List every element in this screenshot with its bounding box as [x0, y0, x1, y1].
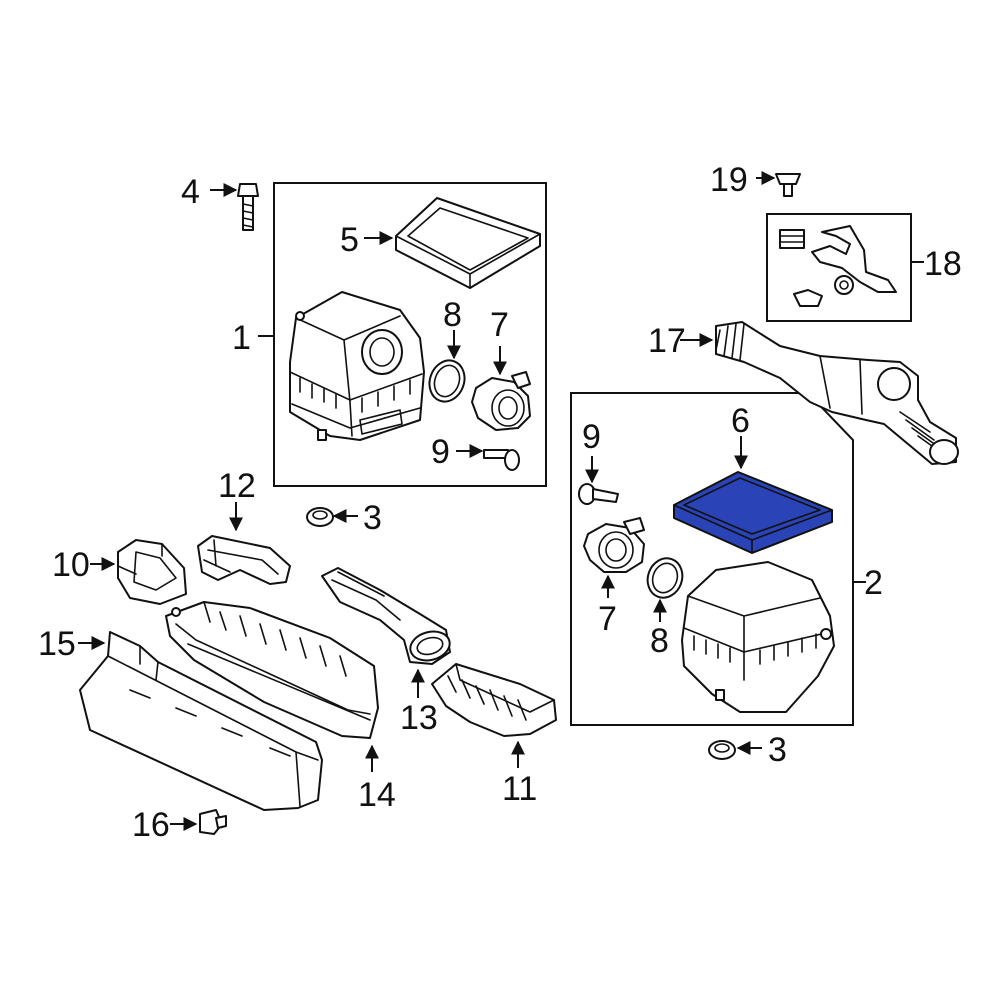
callout-2: 2 — [864, 564, 883, 602]
part-19-clip[interactable] — [775, 173, 801, 197]
part-15-deflector[interactable] — [79, 631, 323, 811]
callout-17: 17 — [648, 322, 686, 360]
assembly-1-box — [273, 182, 547, 487]
part-8-o-ring-box2[interactable] — [642, 553, 688, 602]
part-13-resonator-duct[interactable] — [321, 567, 453, 665]
part-17-intake-duct[interactable] — [715, 321, 959, 465]
part-5-filter-element[interactable] — [395, 197, 541, 289]
leader-lines — [78, 171, 924, 831]
part-9-screw[interactable] — [483, 449, 520, 471]
callout-9: 9 — [431, 433, 450, 471]
callout-8: 8 — [443, 296, 462, 334]
part-1-air-cleaner-housing[interactable] — [289, 291, 425, 441]
callout-5: 5 — [340, 221, 359, 259]
callout-3-lower: 3 — [768, 731, 787, 769]
part-4-bolt[interactable] — [237, 183, 259, 231]
callout-10: 10 — [52, 546, 90, 584]
part-6-filter-element-highlighted[interactable] — [673, 471, 833, 554]
callout-14: 14 — [358, 776, 396, 814]
part-7-maf-sensor-box2[interactable] — [583, 517, 645, 573]
part-18-bracket-kit[interactable] — [779, 225, 897, 307]
callout-4: 4 — [181, 173, 200, 211]
part-3-grommet-lower[interactable] — [708, 740, 736, 760]
callout-7: 7 — [490, 306, 509, 344]
callout-8-box2: 8 — [650, 622, 669, 660]
callout-11: 11 — [502, 770, 537, 808]
callout-9-box2: 9 — [582, 418, 601, 456]
assembly-18-box — [766, 213, 912, 322]
callout-15: 15 — [38, 625, 76, 663]
part-14-air-guide[interactable] — [165, 601, 379, 739]
part-7-maf-sensor[interactable] — [471, 371, 531, 431]
callout-7-box2: 7 — [598, 600, 617, 638]
part-10-duct[interactable] — [117, 539, 187, 605]
callout-19: 19 — [710, 161, 748, 199]
callout-16: 16 — [132, 806, 170, 844]
part-2-air-cleaner-housing[interactable] — [681, 561, 835, 713]
part-9-screw-box2[interactable] — [578, 483, 619, 505]
callout-18: 18 — [924, 245, 962, 283]
part-8-o-ring[interactable] — [424, 355, 470, 406]
part-16-clip[interactable] — [199, 809, 227, 835]
callout-1: 1 — [232, 319, 251, 357]
callout-3: 3 — [363, 499, 382, 537]
callout-13: 13 — [400, 699, 438, 737]
part-11-shield[interactable] — [431, 663, 557, 737]
callout-6: 6 — [731, 402, 750, 440]
part-3-grommet-upper[interactable] — [306, 507, 334, 527]
callout-12: 12 — [218, 467, 256, 505]
part-12-seal[interactable] — [197, 535, 291, 585]
callout-labels: 4 5 1 8 7 9 3 19 18 17 6 9 7 8 2 3 10 12… — [38, 161, 962, 844]
